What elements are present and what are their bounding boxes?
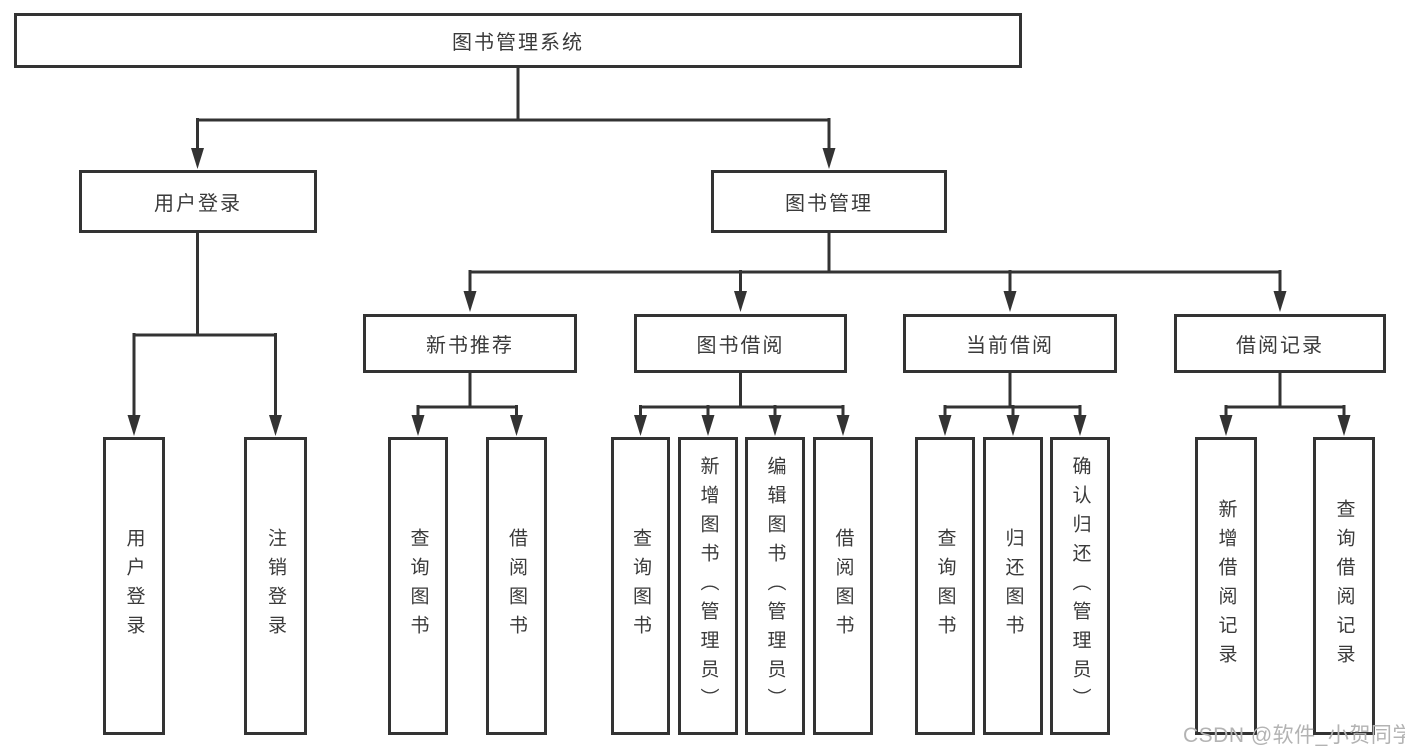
node-label: 注销登录 bbox=[265, 528, 286, 644]
node-label: 当前借阅 bbox=[966, 335, 1054, 357]
leaf-borrow-books-recommend: 借阅图书 bbox=[486, 437, 547, 735]
node-new-book-recommendation: 新书推荐 bbox=[363, 314, 577, 373]
leaf-add-borrow-record: 新增借阅记录 bbox=[1195, 437, 1257, 735]
leaf-query-books-recommend: 查询图书 bbox=[388, 437, 448, 735]
leaf-confirm-return-admin: 确认归还（管理员） bbox=[1050, 437, 1110, 735]
node-label: 查询图书 bbox=[934, 528, 956, 644]
leaf-query-borrow-record: 查询借阅记录 bbox=[1313, 437, 1375, 735]
arrowhead-icons bbox=[127, 148, 1351, 436]
node-label: 用户登录 bbox=[154, 193, 242, 215]
node-label: 借阅记录 bbox=[1236, 335, 1324, 357]
node-label: 图书借阅 bbox=[696, 335, 785, 357]
node-label: 查询借阅记录 bbox=[1333, 499, 1355, 673]
node-label: 确认归还（管理员） bbox=[1069, 455, 1091, 717]
leaf-logout: 注销登录 bbox=[244, 437, 307, 735]
node-label: 图书管理 bbox=[785, 193, 873, 215]
node-label: 借阅图书 bbox=[506, 528, 527, 644]
node-label: 归还图书 bbox=[1002, 528, 1024, 644]
node-book-borrowing: 图书借阅 bbox=[634, 314, 847, 373]
node-label: 查询图书 bbox=[407, 528, 429, 644]
leaf-add-books-admin: 新增图书（管理员） bbox=[678, 437, 738, 735]
node-book-management: 图书管理 bbox=[711, 170, 947, 233]
node-label: 编辑图书（管理员） bbox=[764, 455, 786, 717]
node-label: 新书推荐 bbox=[426, 335, 514, 357]
leaf-query-books-borrowing: 查询图书 bbox=[611, 437, 670, 735]
leaf-return-books: 归还图书 bbox=[983, 437, 1043, 735]
node-label: 借阅图书 bbox=[832, 528, 854, 644]
leaf-edit-books-admin: 编辑图书（管理员） bbox=[745, 437, 805, 735]
node-label: 新增图书（管理员） bbox=[697, 455, 719, 717]
node-current-borrowing: 当前借阅 bbox=[903, 314, 1117, 373]
node-label: 新增借阅记录 bbox=[1215, 499, 1237, 673]
watermark-text: CSDN @软件_小贺同学 bbox=[1183, 724, 1405, 747]
node-label: 用户登录 bbox=[123, 528, 145, 644]
node-user-login: 用户登录 bbox=[79, 170, 317, 233]
node-borrowing-records: 借阅记录 bbox=[1174, 314, 1386, 373]
node-label: 查询图书 bbox=[630, 528, 651, 644]
node-label: 图书管理系统 bbox=[452, 32, 584, 54]
leaf-borrow-books-borrowing: 借阅图书 bbox=[813, 437, 873, 735]
leaf-user-login: 用户登录 bbox=[103, 437, 165, 735]
leaf-query-books-current: 查询图书 bbox=[915, 437, 975, 735]
node-library-management-system: 图书管理系统 bbox=[14, 13, 1022, 68]
